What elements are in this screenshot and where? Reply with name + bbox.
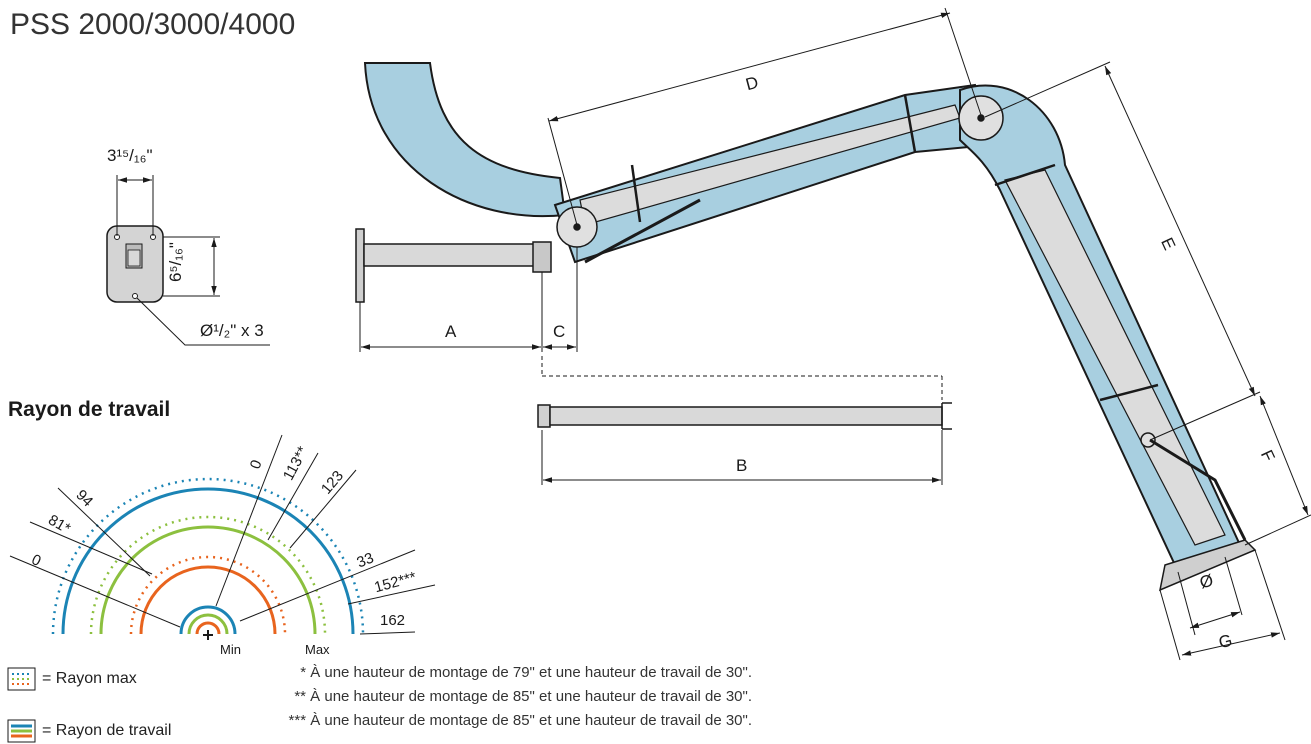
radius-value-162: 162: [380, 612, 406, 629]
footnote-3: *** À une hauteur de montage de 85" et u…: [288, 712, 752, 729]
hole-leader-line: [136, 297, 270, 346]
dimension-lines: [359, 7, 1311, 661]
min-label: Min: [220, 642, 241, 657]
plate-height-dimension: [163, 236, 220, 297]
footnote-2: ** À une hauteur de montage de 85" et un…: [294, 688, 752, 705]
radius-chart: [51, 477, 365, 635]
page-title: PSS 2000/3000/4000: [10, 8, 296, 41]
dim-c-label: C: [553, 322, 566, 341]
radius-leader-lines: [9, 434, 436, 635]
max-label: Max: [305, 642, 330, 657]
plate-width-label: 3¹⁵/₁₆": [107, 146, 153, 165]
hose: [363, 62, 567, 218]
dim-b-label: B: [736, 456, 748, 475]
radius-centre: [203, 630, 213, 640]
footnote-1: * À une hauteur de montage de 79" et une…: [300, 664, 752, 681]
dim-a-label: A: [445, 322, 457, 341]
inner-arm-tube: [553, 83, 992, 264]
legend-max-label: = Rayon max: [42, 670, 137, 687]
hole-label: Ø¹/₂" x 3: [200, 321, 264, 340]
extension-arm: [537, 402, 952, 430]
legend-max-swatch: [7, 667, 36, 691]
plate-width-dimension: [116, 175, 154, 236]
legend-working-swatch: [7, 719, 36, 743]
wall-bracket: [355, 228, 552, 303]
outer-arm-rail: [1004, 169, 1226, 546]
mount-plate: [106, 225, 164, 303]
plate-height-label: 6⁵/₁₆": [166, 242, 185, 282]
legend-working-label: = Rayon de travail: [42, 722, 172, 739]
section-heading: Rayon de travail: [8, 398, 171, 421]
joints: [556, 95, 1247, 541]
